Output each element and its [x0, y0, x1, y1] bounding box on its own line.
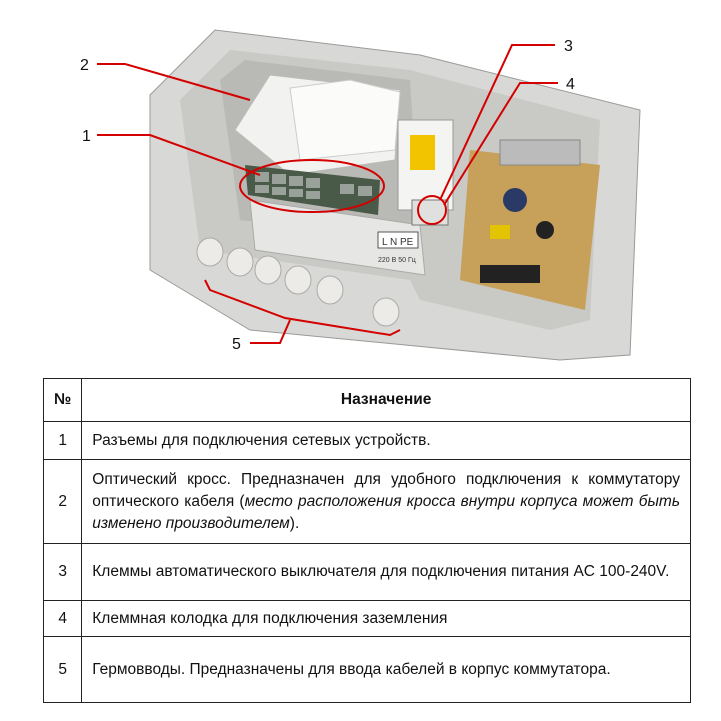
callout-2: 2 — [80, 57, 89, 74]
row-italic-note: место расположения кросса внутри корпуса… — [92, 492, 680, 532]
callout-4: 4 — [566, 76, 575, 93]
callout-1: 1 — [82, 128, 91, 145]
table-row: 1 Разъемы для подключения сетевых устрой… — [42, 421, 691, 460]
power-supply — [460, 139, 600, 310]
table-row: 5 Гермовводы. Предназначены для ввода ка… — [42, 636, 691, 703]
row-num: 4 — [42, 600, 83, 637]
components-table: № Назначение 1 Разъемы для подключения с… — [42, 378, 691, 703]
row-num: 1 — [42, 421, 83, 460]
callout-3: 3 — [564, 38, 573, 55]
row-text: Оптический кросс. Предназначен для удобн… — [81, 459, 691, 544]
table-row: 4 Клеммная колодка для подключения зазем… — [42, 600, 691, 637]
row-text: Разъемы для подключения сетевых устройст… — [81, 421, 691, 460]
callout-5: 5 — [232, 336, 241, 353]
circuit-breaker — [397, 119, 454, 226]
switch-board — [245, 165, 380, 215]
row-num: 2 — [42, 459, 83, 544]
terminal-labels: L N PE — [382, 237, 414, 248]
row-text: Клеммная колодка для подключения заземле… — [81, 600, 691, 637]
row-text: Гермовводы. Предназначены для ввода кабе… — [81, 636, 691, 703]
row-num: 5 — [42, 636, 83, 703]
table-header: № Назначение — [42, 378, 691, 422]
table-row: 3 Клеммы автоматического выключателя для… — [42, 543, 691, 601]
header-num: № — [42, 378, 83, 422]
switch-enclosure-photo: L N PE 220 В 50 Гц 2 1 3 4 5 — [80, 29, 641, 361]
row-text: Клеммы автоматического выключателя для п… — [81, 543, 691, 601]
table-row: 2 Оптический кросс. Предназначен для удо… — [42, 459, 691, 544]
terminal-panel: L N PE 220 В 50 Гц — [249, 199, 426, 276]
row-num: 3 — [42, 543, 83, 601]
optical-cross — [234, 74, 401, 176]
cable-glands — [196, 237, 400, 327]
power-rating: 220 В 50 Гц — [378, 257, 416, 264]
header-purpose: Назначение — [81, 378, 691, 422]
callouts — [97, 44, 558, 344]
